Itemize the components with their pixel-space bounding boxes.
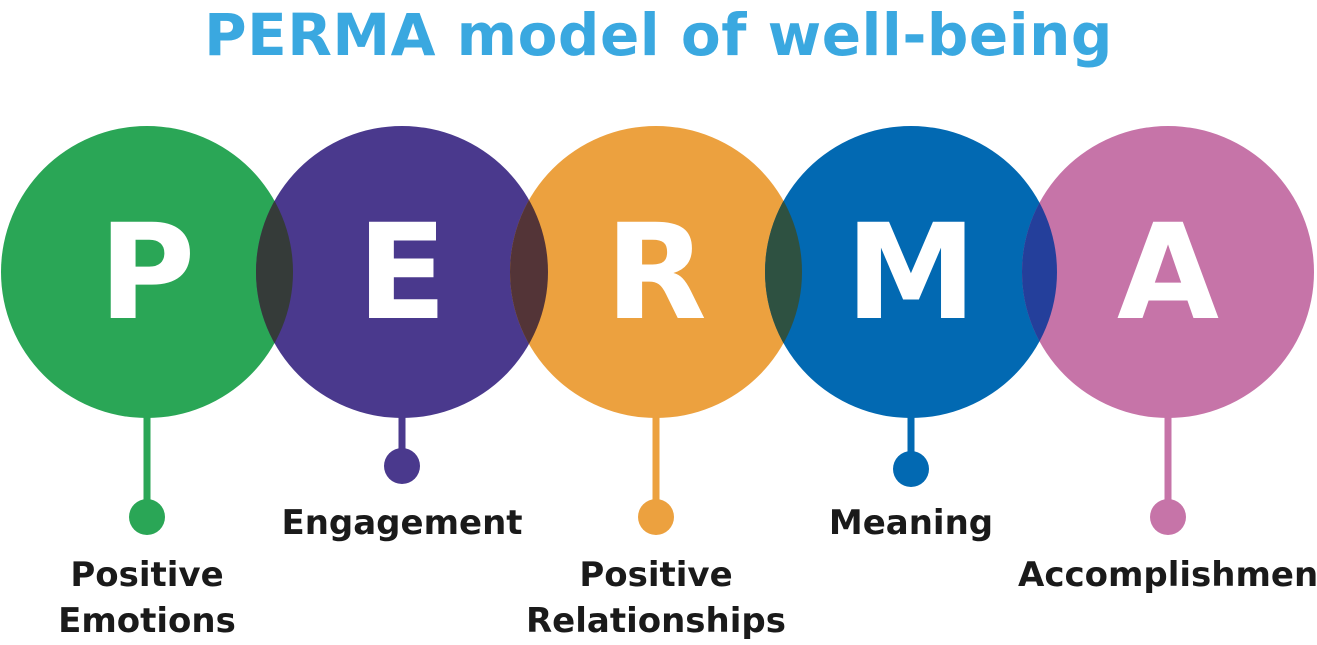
letter-a: A: [1117, 196, 1219, 350]
letter-m: M: [845, 196, 976, 350]
circle-a: [1022, 126, 1314, 418]
dot-r: [638, 499, 674, 535]
label-line: Positive: [579, 555, 733, 595]
dot-e: [384, 448, 420, 484]
dot-p: [129, 499, 165, 535]
label-m: Meaning: [791, 500, 1031, 546]
diagram-title: PERMA model of well-being: [204, 1, 1113, 69]
circle-p: [1, 126, 293, 418]
label-line: Relationships: [526, 601, 786, 641]
circle-r: [510, 126, 802, 418]
label-line: Engagement: [281, 503, 523, 543]
label-line: Emotions: [58, 601, 236, 641]
label-line: Meaning: [828, 503, 994, 543]
label-a: Accomplishment: [1018, 552, 1317, 598]
dot-m: [893, 451, 929, 487]
label-line: Accomplishment: [1018, 555, 1317, 595]
circle-m: [765, 126, 1057, 418]
letter-r: R: [605, 196, 707, 350]
label-line: Positive: [70, 555, 224, 595]
letter-e: E: [357, 196, 447, 350]
dot-a: [1150, 499, 1186, 535]
letter-p: P: [99, 196, 196, 350]
label-e: Engagement: [272, 500, 532, 546]
circle-e: [256, 126, 548, 418]
